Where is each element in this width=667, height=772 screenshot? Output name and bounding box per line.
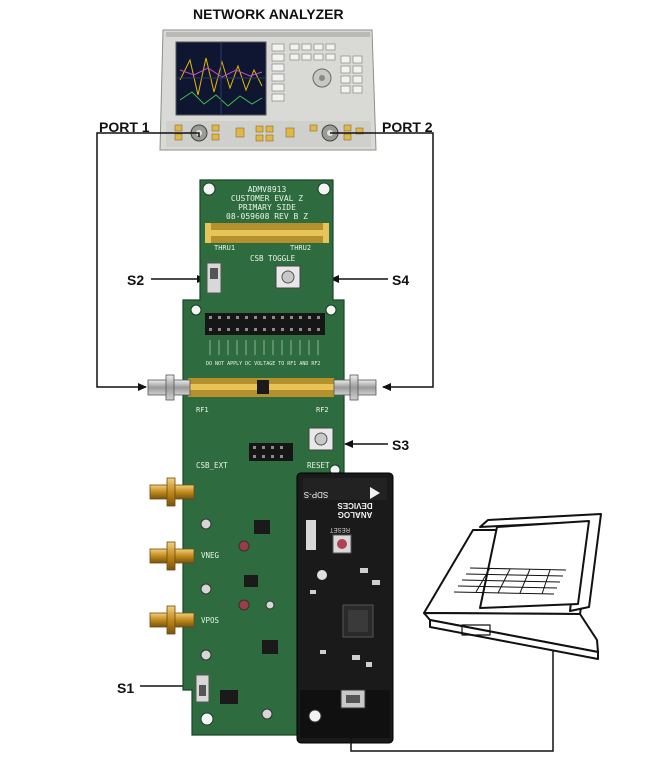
analyzer-screen (175, 41, 267, 116)
port2-cable (330, 132, 434, 391)
sdp-reset-button[interactable] (332, 534, 352, 554)
network-analyzer (159, 29, 377, 151)
sdp-reset-label: RESET (330, 526, 350, 532)
laptop-keyboard (453, 567, 567, 595)
laptop-trackpad (461, 624, 491, 636)
port1-label: PORT 1 (99, 119, 150, 135)
usb-port[interactable] (340, 689, 366, 709)
s3-label: S3 (392, 437, 410, 453)
thru1-label: THRU1 (214, 244, 235, 252)
rf1-label: RF1 (196, 406, 209, 414)
rf-warning-text: DO NOT APPLY DC VOLTAGE TO RF1 AND RF2 (206, 361, 320, 367)
rf1-sma-connector (147, 374, 191, 401)
board-components (200, 518, 278, 720)
analyzer-keypad (271, 43, 363, 102)
reset-switch-s3[interactable] (308, 427, 334, 451)
rf2-sma-connector (333, 374, 377, 401)
network-analyzer-title: NETWORK ANALYZER (193, 6, 344, 22)
usb-cable (350, 647, 554, 752)
thru-calibration-line (205, 223, 329, 243)
board-header-line1: ADMV8913 (248, 185, 287, 194)
s1-label: S1 (117, 680, 135, 696)
s4-label: S4 (392, 272, 410, 288)
vpos-sma-connector (149, 605, 195, 635)
pin-header-p4 (249, 443, 293, 461)
sdp-model: SDP-S (304, 490, 328, 499)
switch-s4-csb-toggle[interactable] (275, 265, 301, 289)
rf-path (188, 378, 334, 397)
csb-ext-sma-connector (149, 477, 195, 507)
s2-label: S2 (127, 272, 145, 288)
silkscreen-markings (209, 340, 319, 355)
sdp-s-controller-board: ANALOG DEVICES SDP-S RESET (296, 472, 394, 744)
vneg-sma-connector (149, 541, 195, 571)
analyzer-front-jacks (174, 124, 364, 142)
switch-s2[interactable] (206, 262, 222, 294)
sdp-brand-line2: DEVICES (337, 501, 373, 510)
board-header-line4: 08-059608 REV B Z (226, 212, 308, 221)
csb-ext-label: CSB_EXT (196, 461, 228, 470)
port1-cable (96, 132, 200, 391)
sdp-brand-line1: ANALOG (338, 510, 373, 519)
port2-label: PORT 2 (382, 119, 433, 135)
thru2-label: THRU2 (290, 244, 311, 252)
csb-toggle-label: CSB TOGGLE (250, 254, 296, 263)
board-header-line2: CUSTOMER EVAL Z (231, 194, 303, 203)
vneg-label: VNEG (201, 551, 220, 560)
pin-header-p3 (205, 313, 325, 335)
reset-label: RESET (307, 461, 330, 470)
power-switch-s1[interactable] (195, 674, 210, 703)
eval-board: ADMV8913 CUSTOMER EVAL Z PRIMARY SIDE 08… (182, 179, 345, 736)
analog-devices-logo (370, 487, 380, 499)
sdp-label-sticker (306, 520, 316, 550)
rf2-label: RF2 (316, 406, 329, 414)
sdp-components (310, 568, 380, 667)
board-header-line3: PRIMARY SIDE (238, 203, 296, 212)
laptop (423, 513, 602, 660)
vpos-label: VPOS (201, 616, 220, 625)
